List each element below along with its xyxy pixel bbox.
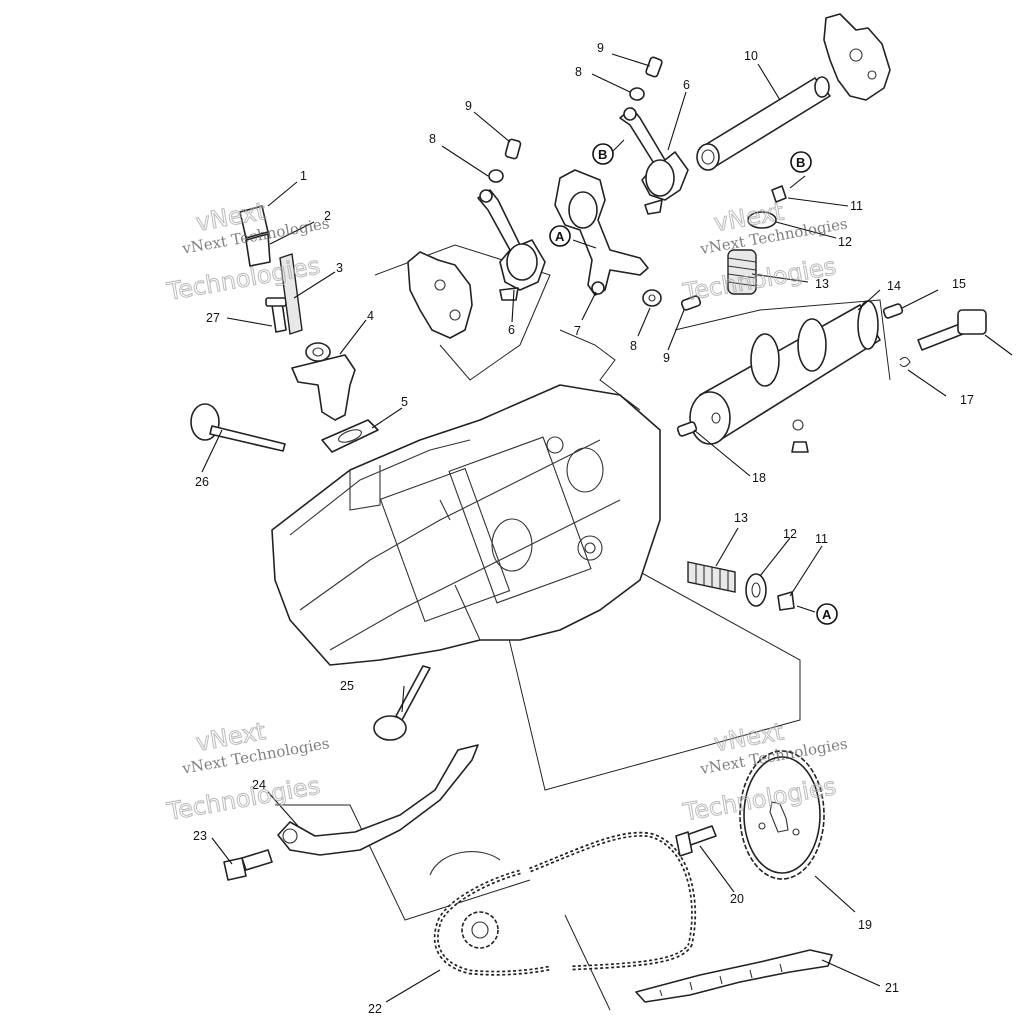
rocker-shaft (696, 76, 831, 171)
watermark-top-left: vNext vNext Technologies Technologies (164, 197, 331, 307)
label-18: 18 (752, 471, 766, 485)
ref-a-lower: A (816, 603, 838, 625)
label-12-bottom: 12 (783, 527, 797, 541)
label-9-top: 9 (597, 41, 604, 55)
part-number-labels: 1 2 3 27 4 5 26 25 24 23 22 20 19 21 9 8… (193, 41, 974, 1016)
label-12-top: 12 (838, 235, 852, 249)
valve-spring-top (727, 185, 787, 295)
label-24: 24 (252, 778, 266, 792)
sprocket-bolt (675, 825, 717, 857)
label-21: 21 (885, 981, 899, 995)
label-7: 7 (574, 324, 581, 338)
label-17: 17 (960, 393, 974, 407)
cam-sprocket (739, 750, 825, 880)
label-4: 4 (367, 309, 374, 323)
svg-text:A: A (822, 607, 832, 622)
ref-b-top-left: B (592, 143, 614, 165)
svg-text:B: B (796, 155, 805, 170)
label-23: 23 (193, 829, 207, 843)
valve-spring-bottom (687, 561, 795, 611)
camshaft (689, 300, 881, 453)
reference-markers: B B A A (549, 143, 838, 625)
label-8-mid: 8 (630, 339, 637, 353)
tensioner-gasket (321, 419, 379, 453)
watermark-bottom-left: vNext vNext Technologies Technologies (164, 717, 331, 827)
label-6-left: 6 (508, 323, 515, 337)
adjusting-screws (488, 56, 702, 311)
label-2: 2 (324, 209, 331, 223)
rocker-arm-left (477, 189, 546, 301)
timing-chain (429, 831, 697, 976)
label-26: 26 (195, 475, 209, 489)
rocker-arm-right (619, 107, 689, 215)
svg-text:Technologies: Technologies (680, 252, 838, 307)
label-22: 22 (368, 1002, 382, 1016)
label-19: 19 (858, 918, 872, 932)
label-1: 1 (300, 169, 307, 183)
rocker-pivot-block-left (407, 251, 473, 339)
label-3: 3 (336, 261, 343, 275)
rocker-arm-center (554, 169, 649, 296)
label-9-mid: 9 (663, 351, 670, 365)
label-27: 27 (206, 311, 220, 325)
label-8-top: 8 (575, 65, 582, 79)
leader-lines (201, 53, 1013, 1003)
ref-b-top-right: B (790, 151, 812, 173)
label-20: 20 (730, 892, 744, 906)
exhaust-valve (190, 403, 286, 452)
intake-valve (373, 665, 431, 741)
ref-a-upper: A (549, 225, 571, 247)
label-13-bottom: 13 (734, 511, 748, 525)
label-6-right: 6 (683, 78, 690, 92)
label-25: 25 (340, 679, 354, 693)
label-9-left: 9 (465, 99, 472, 113)
label-13-top: 13 (815, 277, 829, 291)
chain-guide (277, 744, 479, 856)
label-11-bottom: 11 (815, 532, 828, 546)
guide-bolt (223, 849, 273, 881)
label-11-top: 11 (850, 199, 863, 213)
label-8-left: 8 (429, 132, 436, 146)
svg-text:A: A (555, 229, 565, 244)
label-10: 10 (744, 49, 758, 63)
chain-tensioner (291, 342, 356, 421)
rocker-shaft-bracket (823, 13, 891, 101)
cylinder-head (271, 384, 661, 666)
label-5: 5 (401, 395, 408, 409)
tensioner-bolts (239, 205, 303, 335)
camshaft-pins (676, 303, 987, 437)
label-14: 14 (887, 279, 901, 293)
assembly-lines (275, 244, 891, 1011)
svg-text:Technologies: Technologies (164, 772, 322, 827)
label-15: 15 (952, 277, 966, 291)
watermark-bottom-right: vNext vNext Technologies Technologies (680, 717, 849, 827)
svg-text:B: B (598, 147, 607, 162)
chain-tensioner-blade (635, 949, 833, 1003)
